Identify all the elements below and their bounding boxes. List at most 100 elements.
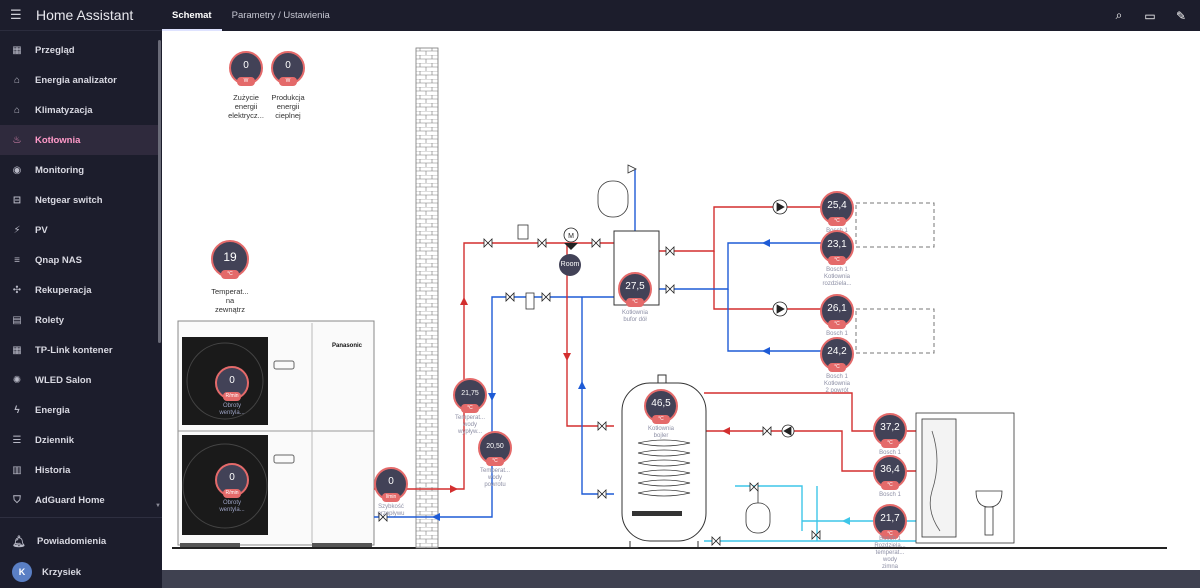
sidebar-item-label: Przegląd [35, 44, 75, 56]
room-indicator[interactable]: Room [559, 254, 581, 276]
dhw-out-unit: °C [881, 439, 899, 448]
notifications-label: Powiadomienia [37, 535, 107, 547]
cold-water-value: 21,7 [880, 513, 900, 524]
circuit1-return-unit: °C [828, 256, 846, 265]
dhw-tank-sensor[interactable]: 46,5 °C [644, 389, 678, 424]
outdoor-temp-sensor[interactable]: 19 °C [211, 240, 249, 279]
sidebar-item-monitoring[interactable]: ◉ Monitoring [0, 155, 158, 185]
sidebar-item-qnap-nas[interactable]: ≡ Qnap NAS [0, 245, 158, 275]
scroll-down-icon[interactable]: ▼ [155, 503, 161, 509]
fan-icon: ✣ [12, 284, 22, 296]
energy-used-unit: W [237, 77, 255, 86]
list-icon: ☰ [12, 434, 22, 446]
circuit1-supply-unit: °C [828, 217, 846, 226]
sidebar-item-user[interactable]: K Krzysiek [0, 557, 162, 587]
tab-parametry[interactable]: Parametry / Ustawienia [222, 0, 340, 31]
sidebar-item-historia[interactable]: ▥ Historia [0, 455, 158, 485]
pumps [772, 199, 795, 438]
avatar: K [12, 562, 32, 582]
dhw-out-sensor[interactable]: 37,2 °C [873, 413, 907, 448]
water-out-sensor[interactable]: 21,75 °C [453, 378, 487, 413]
sidebar-item-label: PV [35, 224, 48, 236]
menu-icon[interactable]: ☰ [10, 7, 22, 22]
sidebar-item-klimatyzacja[interactable]: ⌂Klimatyzacja [0, 95, 158, 125]
tab-parametry-label: Parametry / Ustawienia [231, 10, 330, 21]
sidebar-item-label: Netgear switch [35, 194, 103, 206]
sidebar-item-label: Monitoring [35, 164, 85, 176]
flow-speed-sensor[interactable]: 0 l/min [374, 467, 408, 502]
sidebar-item-label: Energia [35, 404, 70, 416]
flow-arrows [432, 239, 850, 525]
circuit1-return-sensor[interactable]: 23,1 °C [820, 230, 854, 265]
fire-icon: ♨ [12, 134, 22, 146]
sidebar-item-adguard-home[interactable]: ⛉AdGuard Home [0, 485, 158, 515]
outdoor-temp-unit: °C [221, 270, 239, 279]
sidebar-item-przegl-d[interactable]: ▦Przegląd [0, 35, 158, 65]
cold-water-unit: °C [881, 530, 899, 539]
led-icon: ✺ [12, 374, 22, 386]
circuit2-return-sensor[interactable]: 24,2 °C [820, 337, 854, 372]
cctv-icon: ◉ [12, 164, 22, 176]
sidebar-item-energia-analizator[interactable]: ⌂Energia analizator [0, 65, 158, 95]
water-out-unit: °C [461, 404, 479, 413]
sidebar-item-rekuperacja[interactable]: ✣Rekuperacja [0, 275, 158, 305]
heat-produced-unit: W [279, 77, 297, 86]
brick-wall [415, 47, 439, 549]
sidebar-item-tp-link-kontener[interactable]: ▦ TP-Link kontener [0, 335, 158, 365]
sidebar-item-pv[interactable]: ⚡ PV [0, 215, 158, 245]
radiator-2 [855, 308, 935, 354]
nas-icon: ≡ [14, 254, 20, 266]
sidebar-item-notifications[interactable]: 🔔︎ Powiadomienia [0, 526, 162, 556]
sidebar-item-dziennik[interactable]: ☰Dziennik [0, 425, 158, 455]
mixing-motor [563, 227, 579, 243]
sidebar-item-rolety[interactable]: ▤Rolety [0, 305, 158, 335]
sidebar-item-label: Historia [35, 464, 71, 476]
fan-top-sensor[interactable]: 0 R/min [215, 366, 249, 401]
sidebar-item-wled-salon[interactable]: ✺WLED Salon [0, 365, 158, 395]
sidebar-scrollbar[interactable] [158, 40, 161, 343]
chart-icon: ▥ [12, 464, 22, 476]
bathroom [915, 412, 1015, 544]
fan-bottom-unit: R/min [223, 489, 241, 498]
circuit2-supply-value: 26,1 [827, 303, 847, 314]
sidebar-item-kot-ownia[interactable]: ♨Kotłownia [0, 125, 158, 155]
cold-water-sensor[interactable]: 21,7 °C [873, 504, 907, 539]
circuit2-supply-label: Bosch 1 [826, 331, 848, 337]
expansion-vessel [597, 164, 637, 218]
assist-icon[interactable]: ▭ [1144, 8, 1156, 23]
search-icon[interactable]: ⌕ [1115, 8, 1123, 22]
dhw-circ-unit: °C [881, 481, 899, 490]
valves [378, 238, 821, 546]
circuit2-supply-sensor[interactable]: 26,1 °C [820, 294, 854, 329]
tab-schemat[interactable]: Schemat [162, 0, 222, 31]
fan-bottom-sensor[interactable]: 0 R/min [215, 463, 249, 498]
dhw-circ-value: 36,4 [880, 464, 900, 475]
bottom-bar [162, 570, 1200, 588]
water-out-value: 21,75 [461, 390, 479, 397]
dhw-tank-value: 46,5 [651, 398, 671, 409]
energy-used-sensor[interactable]: 0 W [229, 51, 263, 86]
sidebar-item-label: TP-Link kontener [35, 344, 113, 356]
water-return-sensor[interactable]: 20,50 °C [478, 431, 512, 466]
blinds-icon: ▤ [12, 314, 22, 326]
water-return-unit: °C [486, 457, 504, 466]
buffer-bottom-sensor[interactable]: 27,5 °C [618, 272, 652, 307]
radiator-1 [855, 202, 935, 248]
circuit1-return-value: 23,1 [827, 239, 847, 250]
circuit1-supply-sensor[interactable]: 25,4 °C [820, 191, 854, 226]
sidebar-item-netgear-switch[interactable]: ⊟Netgear switch [0, 185, 158, 215]
heat-produced-sensor[interactable]: 0 W [271, 51, 305, 86]
sidebar-item-label: Qnap NAS [35, 254, 82, 266]
dhw-circ-sensor[interactable]: 36,4 °C [873, 455, 907, 490]
edit-icon[interactable]: ✎ [1175, 8, 1187, 23]
dashboard-icon: ▦ [12, 344, 22, 356]
solar-panel-icon: ⚡ [13, 224, 21, 236]
outdoor-temp-value: 19 [223, 250, 237, 264]
